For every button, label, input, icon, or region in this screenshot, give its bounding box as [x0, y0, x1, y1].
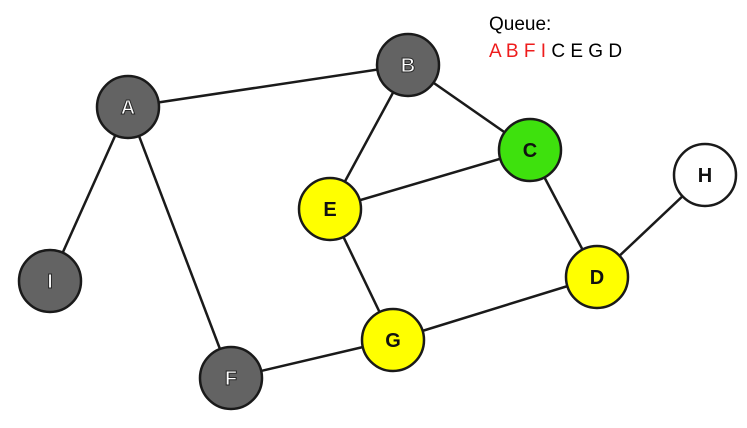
node-e: E — [297, 176, 363, 242]
node-d: D — [564, 244, 630, 310]
node-circle-f — [198, 345, 264, 411]
node-label-g: G — [385, 330, 401, 352]
queue-pending-items: C E G D — [551, 41, 623, 62]
edge-a-b — [127, 63, 409, 109]
node-label-h: H — [698, 165, 712, 187]
node-circle-a — [95, 74, 161, 140]
node-label-d: D — [590, 267, 604, 289]
node-circle-b — [375, 32, 441, 98]
node-circle-c — [497, 117, 563, 183]
node-label-a: A — [121, 97, 135, 119]
node-circle-g — [360, 307, 426, 373]
node-label-f: F — [225, 368, 237, 390]
edge-c-e — [329, 148, 531, 211]
node-circle-e — [297, 176, 363, 242]
queue-items: A B F I C E G D — [489, 41, 622, 63]
node-label-c: C — [523, 140, 537, 162]
node-label-b: B — [401, 55, 415, 77]
node-i: I — [17, 248, 83, 314]
node-h: H — [672, 142, 738, 208]
node-b: B — [375, 32, 441, 98]
node-g: G — [360, 307, 426, 373]
node-circle-d — [564, 244, 630, 310]
queue-title: Queue: — [489, 14, 552, 35]
edge-a-f — [126, 106, 233, 379]
node-a: A — [95, 74, 161, 140]
node-c: C — [497, 117, 563, 183]
queue-processed-items: A B F I — [489, 41, 547, 62]
node-circle-i — [17, 248, 83, 314]
node-label-e: E — [323, 199, 336, 221]
node-f: F — [198, 345, 264, 411]
node-label-i: I — [47, 271, 53, 293]
node-circle-h — [672, 142, 738, 208]
edge-d-g — [392, 275, 598, 342]
nodes-layer: A B C D E F G H I — [17, 32, 738, 411]
